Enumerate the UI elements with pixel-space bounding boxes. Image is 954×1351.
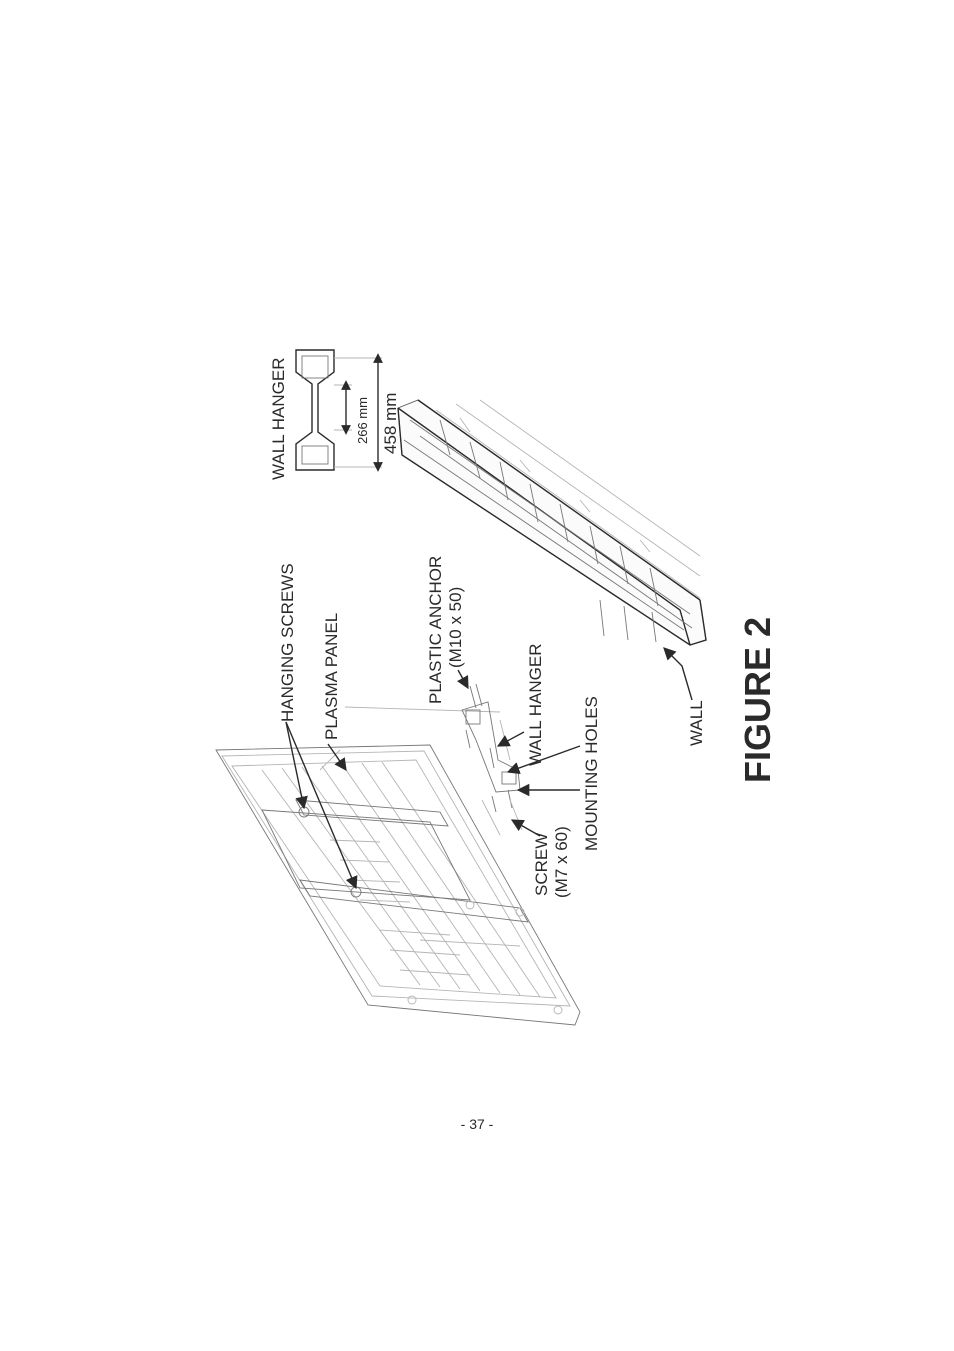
label-screw-size: (M7 x 60) <box>552 826 571 898</box>
label-plastic-anchor-size: (M10 x 50) <box>446 587 465 668</box>
label-screw: SCREW <box>532 833 551 896</box>
detail-title: WALL HANGER <box>269 358 288 481</box>
label-mounting-holes: MOUNTING HOLES <box>582 696 601 851</box>
hanger-assembly-drawing <box>461 683 523 836</box>
leader-lines <box>285 647 693 890</box>
plasma-panel-drawing <box>215 706 581 1026</box>
label-wall-hanger: WALL HANGER <box>526 644 545 767</box>
detail-outer-dimension: 458 mm <box>381 393 400 454</box>
label-plasma-panel: PLASMA PANEL <box>322 613 341 740</box>
wall-hanger-detail-drawing <box>295 349 383 472</box>
page-number: - 37 - <box>460 1116 494 1132</box>
brick-wall-drawing <box>397 399 707 646</box>
detail-inner-dimension: 266 mm <box>355 397 370 444</box>
label-wall: WALL <box>687 700 706 746</box>
label-plastic-anchor: PLASTIC ANCHOR <box>426 556 445 704</box>
label-hanging-screws: HANGING SCREWS <box>278 563 297 722</box>
figure-title: FIGURE 2 <box>737 617 778 783</box>
